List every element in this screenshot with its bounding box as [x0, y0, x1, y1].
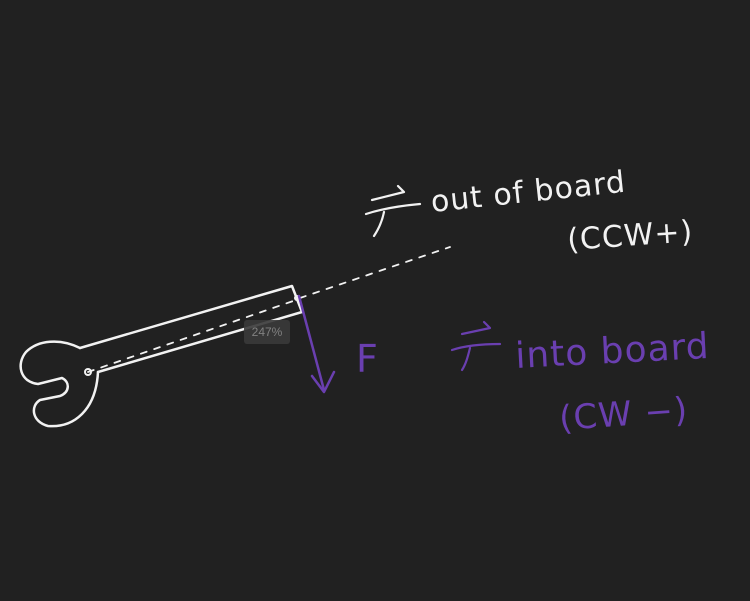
wrench-drawing	[19, 284, 304, 428]
torque-cw-label: into board	[514, 326, 710, 377]
force-vector	[297, 294, 336, 394]
torque-ccw-label: out of board	[429, 165, 627, 220]
torque-cw-sign: (CW −)	[558, 390, 690, 439]
lever-arm-line	[87, 246, 451, 373]
torque-symbol-ccw	[364, 184, 422, 238]
torque-ccw-sign: (CCW+)	[566, 214, 694, 258]
pivot-point	[84, 368, 92, 376]
torque-symbol-cw	[450, 320, 502, 372]
wrench-head	[19, 340, 100, 428]
force-label: F	[356, 337, 379, 381]
zoom-level-indicator: 247%	[244, 320, 290, 344]
